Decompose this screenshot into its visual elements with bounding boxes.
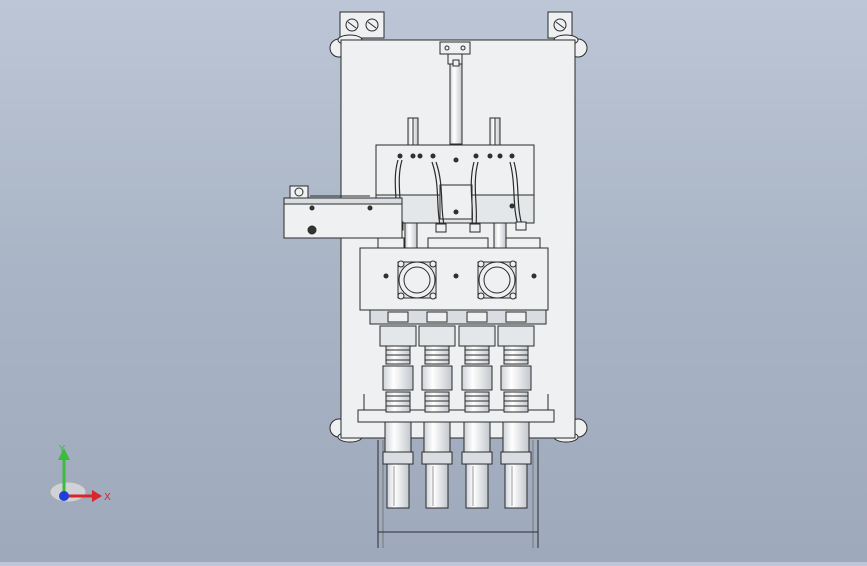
y-axis-label: Y <box>58 444 66 455</box>
nozzle-column[interactable] <box>379 311 417 509</box>
valve-manifold[interactable] <box>359 247 549 311</box>
mounting-bracket-top-right <box>547 11 573 39</box>
lower-bracket <box>357 394 555 423</box>
manifold-base-strip <box>369 309 547 325</box>
z-axis-dot <box>59 491 69 501</box>
nozzle-column[interactable] <box>497 311 535 509</box>
spacer-pads <box>377 237 541 249</box>
nozzle-column[interactable] <box>458 311 496 509</box>
carriage-plate[interactable] <box>375 144 535 224</box>
y-axis-arrowhead <box>58 448 70 460</box>
x-axis-label: X <box>104 492 111 503</box>
mounting-bracket-top-left <box>339 11 385 39</box>
nozzle-columns[interactable] <box>379 311 535 509</box>
assembly[interactable] <box>283 11 588 548</box>
top-cylinder[interactable] <box>439 41 471 145</box>
coordinate-triad: Y X <box>44 440 124 510</box>
nozzle-column[interactable] <box>418 311 456 509</box>
guide-rails <box>404 117 507 249</box>
control-box[interactable] <box>283 185 403 239</box>
x-axis-arrowhead <box>92 490 102 502</box>
